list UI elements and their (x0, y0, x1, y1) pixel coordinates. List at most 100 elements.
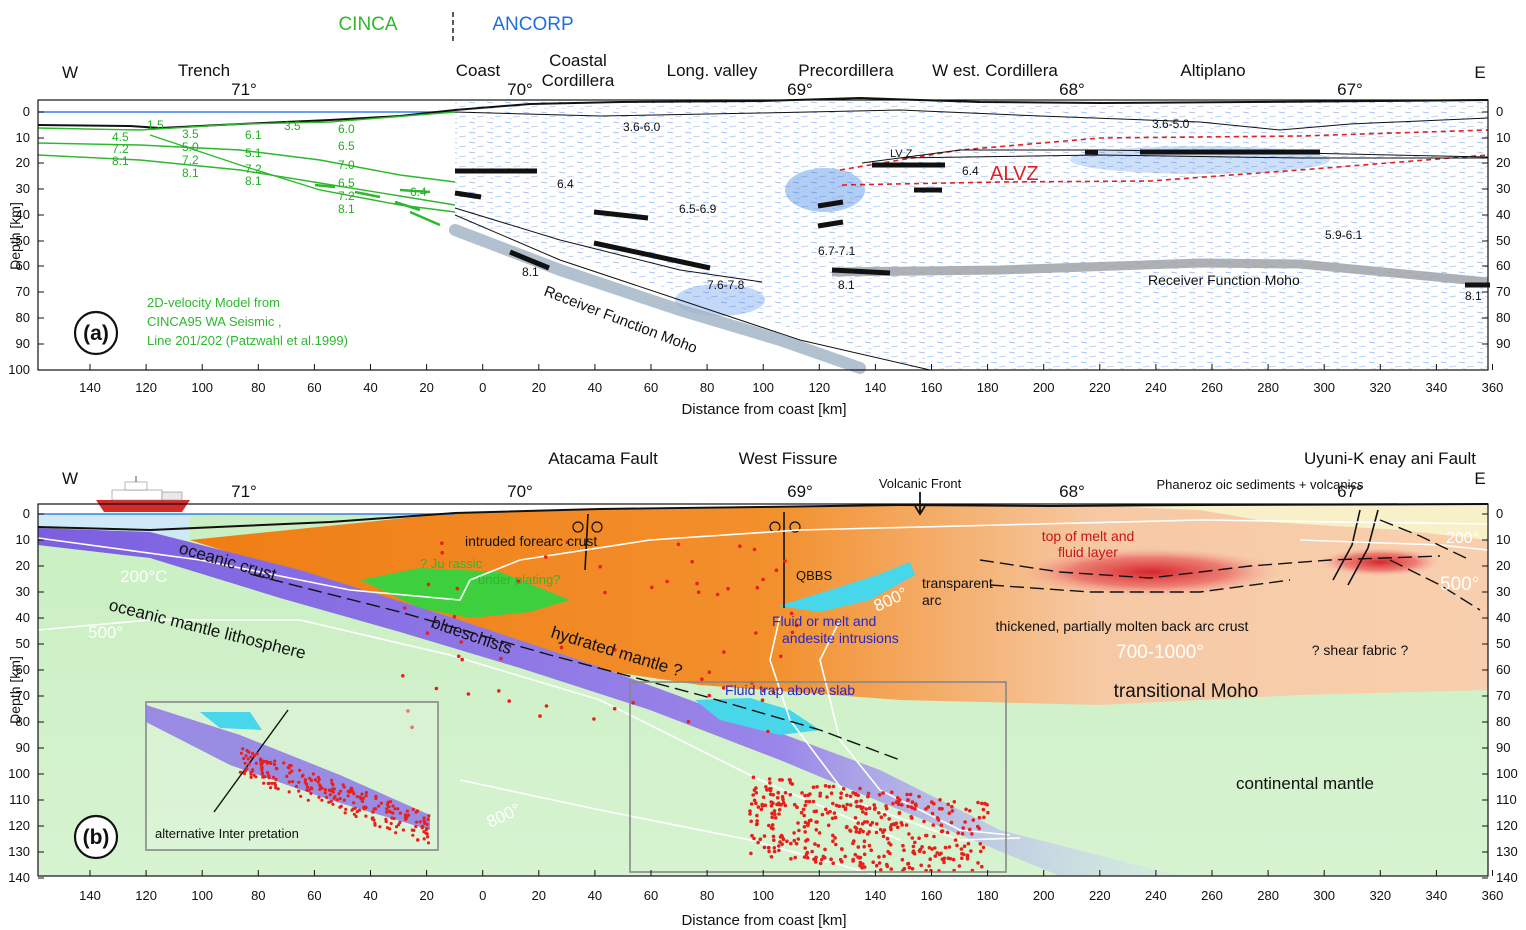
hypocenter-dot (402, 606, 407, 610)
hypocenter-dot (907, 865, 912, 870)
atacama-fault-label: Atacama Fault (548, 449, 658, 468)
hypocenter-dot (976, 824, 980, 829)
hypocenter-dot (900, 803, 904, 807)
hypocenter-dot (772, 838, 776, 842)
hypocenter-dot (919, 863, 923, 868)
qbbs-fluid-body (778, 562, 915, 612)
hypocenter-dot (378, 825, 382, 829)
hypocenter-dot (544, 555, 548, 559)
hypocenter-dot (738, 544, 742, 548)
reflector-bar (831, 267, 891, 276)
hypocenter-dot (676, 542, 681, 547)
hypocenter-dot (900, 823, 904, 827)
hypocenter-dot (924, 807, 928, 811)
cinca-velocity-8: 8.1 (182, 166, 199, 180)
reflector-cluster-slab (675, 284, 765, 316)
region-coastal-cordillera-1: Coastal (549, 51, 607, 70)
hypocenter-dot (814, 828, 819, 832)
hypocenter-dot (769, 826, 774, 830)
hypocenter-dot (783, 803, 788, 808)
hypocenter-dot (254, 761, 258, 765)
hypocenter-dot (897, 811, 902, 816)
cinca-reflector-dashes (314, 183, 441, 227)
hypocenter-dot (831, 833, 835, 838)
hypocenter-dot (823, 856, 827, 860)
oceanic-slab (38, 528, 1180, 876)
cinca-velocity-14: 6.0 (338, 122, 355, 136)
x-tick-label: 140 (865, 380, 887, 395)
hypocenter-dot (843, 854, 847, 859)
hypocenter-dot (309, 791, 313, 796)
hypocenter-dot (803, 830, 807, 834)
hypocenter-dot (289, 763, 293, 768)
depth-tick-label: 80 (1496, 310, 1510, 325)
lvz-boundary (861, 149, 1489, 164)
hypocenter-dot (900, 857, 905, 862)
hypocenter-dot (252, 753, 257, 758)
hypocenter-dot (823, 847, 827, 852)
hypocenter-dot (456, 654, 461, 659)
hypocenter-dot (360, 792, 364, 796)
hypocenter-dot (860, 822, 865, 826)
alvz-upper-dashed (839, 129, 1489, 171)
hypocenter-dot (348, 789, 352, 793)
hypocenter-dot (853, 825, 857, 830)
hypocenter-dot (767, 777, 772, 781)
hypocenter-dot (752, 836, 756, 841)
hypocenter-dot (858, 860, 863, 865)
hypocenter-dot (344, 807, 348, 811)
hypocenter-dot (831, 839, 835, 843)
hypocenter-dot (771, 793, 775, 797)
hypocenter-dot (895, 796, 900, 800)
hypocenter-dot (420, 826, 424, 830)
hypocenter-dot (303, 778, 307, 782)
hypocenter-dot (815, 785, 819, 789)
hypocenter-dot (917, 836, 921, 840)
hypocenter-dot (813, 842, 817, 846)
longitude-69-a: 69° (787, 80, 813, 99)
hypocenter-dot (962, 844, 967, 848)
hypocenter-dot (323, 791, 327, 795)
hypocenter-dot (422, 816, 426, 820)
hypocenter-dot (650, 585, 654, 590)
hypocenter-dot (756, 840, 760, 845)
hypocenter-dot (770, 823, 775, 827)
hypocenter-dot (613, 647, 617, 652)
hypocenter-dot (858, 827, 863, 832)
hypocenter-dot (294, 784, 299, 789)
fault-sense-symbol (591, 521, 603, 533)
depth-tick-label: 20 (16, 558, 30, 573)
depth-tick-label: 90 (1496, 740, 1510, 755)
hypocenter-dot (968, 827, 972, 832)
backarc-crust-label: thickened, partially molten back arc cru… (996, 618, 1249, 634)
x-tick-label: 240 (1145, 380, 1167, 395)
hypocenter-dot (354, 814, 358, 819)
hypocenter-dot (930, 811, 935, 816)
hypocenter-dot (848, 803, 853, 807)
hypocenter-dot (379, 801, 383, 805)
cinca-velocity-19: 8.1 (338, 202, 355, 216)
hypocenter-dot (770, 815, 774, 819)
depth-tick-label: 50 (1496, 233, 1510, 248)
hypocenter-dot (349, 786, 353, 790)
hypocenter-dot (804, 799, 809, 804)
x-tick-label: 300 (1313, 380, 1335, 395)
hypocenter-dot (854, 792, 858, 797)
hypocenter-dot (910, 816, 914, 820)
hypocenter-dot (342, 785, 346, 789)
depth-tick-label: 40 (16, 207, 30, 222)
melt-layer-label-1: top of melt and (1042, 528, 1135, 544)
hypocenter-dot (955, 843, 959, 848)
hypocenter-dot (828, 809, 832, 814)
hypocenter-dot (780, 795, 785, 799)
hypocenter-dot (845, 824, 849, 829)
depth-tick-label: 10 (1496, 130, 1510, 145)
hypocenter-dot (318, 783, 322, 787)
hypocenter-dot (845, 802, 849, 807)
isotherm-label: 500° (1440, 574, 1479, 595)
depth-tick-label: 100 (8, 362, 30, 377)
depth-tick-label: 60 (1496, 662, 1510, 677)
intruded-crust-label: intruded forearc crust (465, 533, 597, 549)
hypocenter-dot (410, 828, 414, 832)
